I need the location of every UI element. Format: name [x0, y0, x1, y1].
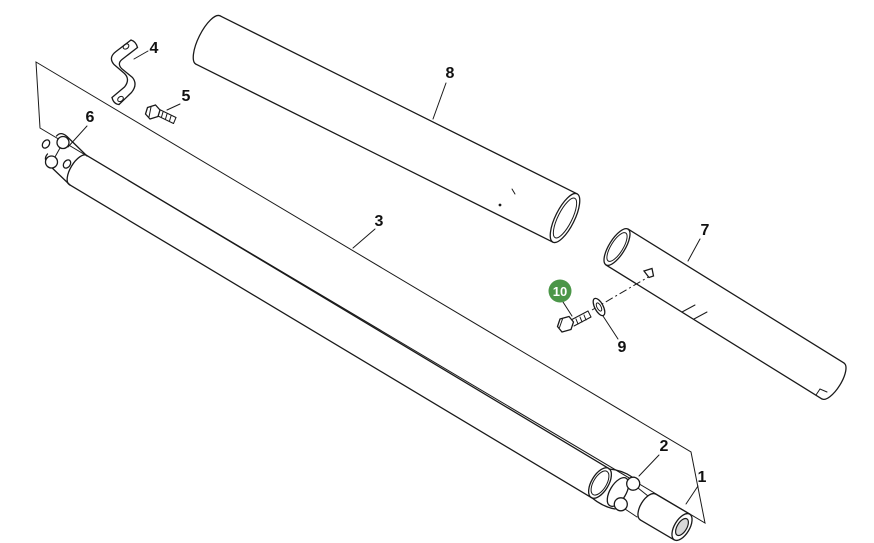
shaft-3-body-fill: [69, 155, 609, 498]
tube-8: [192, 14, 581, 244]
clamp-4-hole-bottom: [117, 95, 124, 103]
frame-outline: [35, 61, 706, 525]
highlighted-callout-10: 10: [548, 279, 572, 303]
part-label-5: 5: [182, 88, 191, 105]
highlight-circle: [548, 279, 572, 303]
clamp-4-hole-top: [122, 43, 130, 50]
tube-8-body-fill: [196, 15, 577, 243]
u-joint-6-bearing-cup-upper: [56, 135, 70, 150]
tube-7-tick-1: [681, 304, 696, 313]
part-label-9: 9: [618, 339, 627, 356]
tube-7: [603, 228, 847, 400]
bolt-5-head-facet: [148, 106, 152, 118]
u-joint-6-cross-stub-upper: [41, 139, 51, 149]
shaft-3-upper-edge: [86, 154, 610, 470]
clamp-4-band-inner: [118, 46, 139, 106]
tube-7-upper-edge: [627, 228, 845, 364]
leader-line-1: [685, 485, 699, 505]
leader-line-7: [687, 238, 701, 262]
shaft-3-lower-edge: [68, 183, 592, 499]
bolt-5-thread-3: [169, 115, 172, 122]
leader-line-2: [638, 454, 660, 477]
coupler-1-lower-edge: [639, 519, 675, 541]
u-joint-6: [41, 132, 88, 186]
tube-7-lower-edge: [605, 264, 823, 400]
washer-9-outer: [592, 297, 606, 317]
coupler-1-bore: [675, 517, 689, 537]
yoke-2-bearing-cup-lower: [613, 497, 628, 512]
leader-line-4: [133, 50, 149, 60]
tube-8-open-end-inner: [552, 197, 578, 239]
clamp-4-end-top: [130, 39, 139, 49]
part-labels: 4 5 6 8 3 7 9 2 1: [86, 40, 710, 486]
leader-lines: [67, 50, 701, 505]
tube-8-lower-edge: [195, 63, 554, 243]
leader-line-8: [432, 82, 447, 120]
clamp-4-band-outer: [110, 39, 132, 99]
yoke-2-eye: [606, 477, 630, 507]
bolt-10-shank-end: [587, 310, 592, 318]
yoke-2-bearing-cup-upper: [626, 476, 641, 491]
tube-7-open-end-inner: [606, 232, 628, 262]
u-joint-6-upper-arm: [55, 132, 88, 157]
clamp-4-end-bottom: [111, 96, 120, 106]
part-label-8: 8: [446, 65, 455, 82]
bolt-10-shank-top: [570, 310, 589, 321]
clip-mark: [642, 267, 655, 279]
bolt-10-thread-2: [579, 316, 583, 323]
bolt-10-head: [556, 315, 575, 333]
clamp-4: [110, 39, 139, 106]
part-label-2: 2: [660, 438, 669, 455]
bolt-5-thread-1: [161, 111, 164, 118]
part-label-4: 4: [150, 40, 159, 57]
part-label-1: 1: [698, 469, 707, 486]
part-label-10: 10: [553, 284, 567, 299]
frame-parallelogram: [35, 61, 706, 525]
yoke-2-fork-tip-lower: [624, 508, 638, 518]
bolt-5-shank-bottom: [156, 115, 174, 124]
tube-7-body-fill: [605, 229, 845, 399]
bolt-5-head: [144, 104, 161, 120]
u-joint-6-cross-stub-lower: [62, 159, 72, 169]
tube-7-end-notch: [815, 388, 828, 396]
tube-8-upper-edge: [219, 15, 578, 195]
leader-line-9: [602, 315, 619, 340]
bolt-5: [144, 104, 177, 124]
tube-8-pin-hole: [498, 203, 502, 207]
yoke-2-upper-fork: [608, 468, 633, 478]
washer-9: [592, 297, 606, 317]
bolt-10-head-facet: [559, 318, 563, 328]
yoke-2-fork-tip-upper: [637, 487, 649, 497]
leader-line-6: [67, 125, 88, 148]
u-joint-6-bearing-cup-lower: [44, 155, 59, 169]
bolt-5-shank-top: [159, 109, 177, 118]
tube-7-open-end: [603, 228, 631, 266]
bolt-10: [556, 310, 592, 333]
yoke-2-lower-fork: [590, 496, 616, 510]
bolt-10-shank-bottom: [573, 316, 592, 327]
leader-line-5: [166, 103, 181, 111]
tube-8-mark: [511, 188, 516, 195]
washer-9-hole: [595, 302, 603, 312]
part-label-6: 6: [86, 109, 95, 126]
u-joint-6-cross-line: [54, 147, 61, 158]
tube-8-open-end: [549, 192, 581, 244]
coupler-1: [637, 492, 693, 542]
bolt-5-thread-2: [165, 113, 168, 120]
leader-line-3: [352, 228, 376, 249]
drive-shaft-3: [66, 154, 613, 499]
bolt-10-thread-1: [575, 318, 579, 325]
tube-7-tick-2: [693, 311, 708, 320]
bolt-10-thread-3: [583, 314, 587, 321]
bolt-5-shank-end: [173, 117, 177, 124]
shaft-3-right-end-inner: [590, 470, 610, 496]
yoke-2: [590, 468, 649, 518]
part-label-7: 7: [701, 222, 710, 239]
part-label-3: 3: [375, 213, 384, 230]
leader-line-10: [562, 301, 573, 317]
coupler-1-upper-edge: [655, 493, 691, 515]
